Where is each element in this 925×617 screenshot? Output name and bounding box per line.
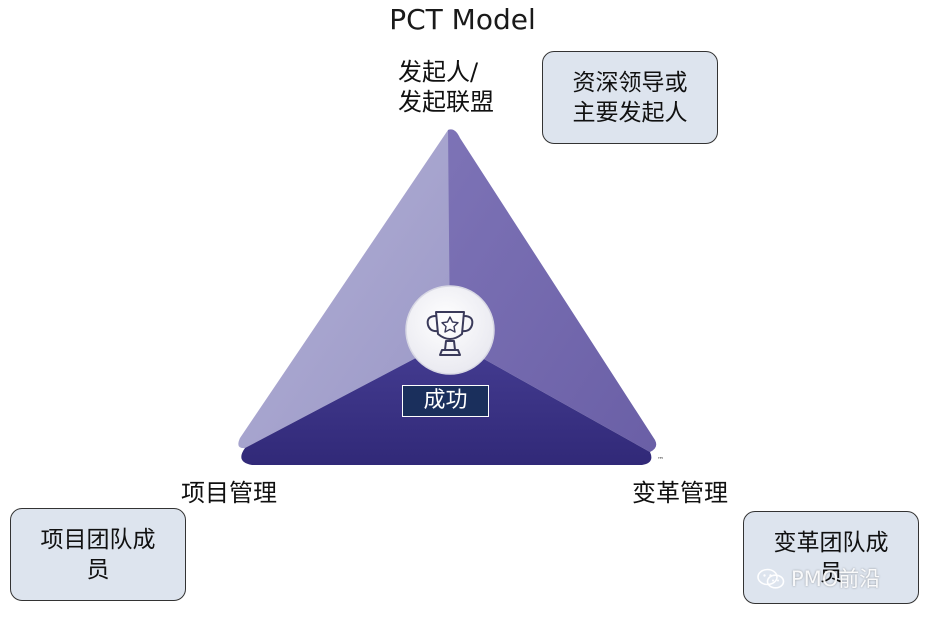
wechat-icon — [757, 568, 785, 589]
role-box-project-line2: 员 — [86, 556, 110, 583]
vertex-label-sponsor-line1: 发起人/ — [398, 58, 479, 86]
success-label: 成功 — [402, 385, 489, 417]
role-box-change-line2: 员 — [819, 559, 843, 586]
watermark: PMO前沿 — [757, 566, 880, 592]
vertex-label-sponsor: 发起人/ 发起联盟 — [398, 57, 494, 117]
role-box-sponsor-line1: 资深领导或 — [572, 69, 688, 96]
vertex-label-sponsor-line2: 发起联盟 — [398, 88, 494, 116]
vertex-label-change-management: 变革管理 — [632, 479, 728, 507]
role-box-sponsor: 资深领导或 主要发起人 — [542, 51, 718, 144]
face-sponsor-project — [238, 129, 457, 449]
trademark-mark: ™ — [657, 456, 664, 464]
diagram-title: PCT Model — [389, 3, 536, 36]
vertex-label-project-management: 项目管理 — [181, 479, 277, 507]
watermark-text: PMO前沿 — [791, 567, 881, 591]
role-box-change-team: 变革团队成 员 — [743, 511, 919, 604]
role-box-project-team: 项目团队成 员 — [10, 508, 186, 601]
role-box-sponsor-line2: 主要发起人 — [572, 99, 688, 126]
face-sponsor-change — [448, 129, 657, 452]
role-box-change-line1: 变革团队成 — [773, 529, 889, 556]
trophy-icon — [426, 311, 474, 356]
role-box-project-line1: 项目团队成 — [40, 526, 156, 553]
